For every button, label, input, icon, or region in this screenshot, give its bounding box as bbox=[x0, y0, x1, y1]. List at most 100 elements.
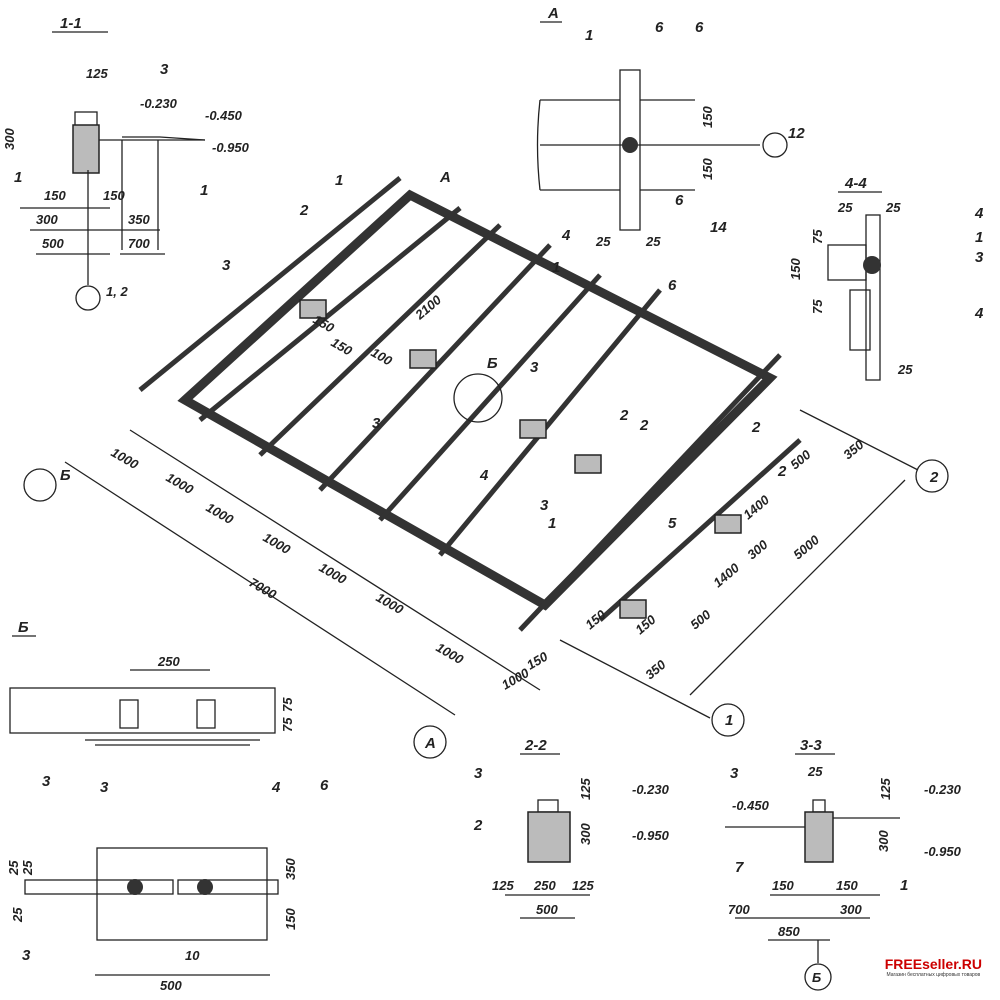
dim-label: 125 bbox=[578, 778, 593, 800]
plan-label: 5000 bbox=[790, 532, 822, 563]
plan-label: 1000 bbox=[499, 665, 532, 693]
detail-title: A bbox=[547, 5, 559, 22]
dim-label: 75 bbox=[280, 697, 295, 712]
dim-label: 350 bbox=[283, 858, 298, 880]
plan-label: 4 bbox=[479, 467, 489, 484]
dim-label: 125 bbox=[572, 878, 594, 893]
frame-outline bbox=[177, 189, 778, 611]
dim-label: 500 bbox=[160, 978, 182, 993]
section-title: 1-1 bbox=[60, 15, 82, 32]
section-1-1: 1-1 125 3 -0.230 -0.450 -0.950 300 1 1 1… bbox=[2, 15, 250, 311]
detail-a: A 1 6 6 150 150 12 6 25 25 14 bbox=[536, 5, 805, 249]
plan-label: 1000 bbox=[164, 470, 197, 498]
section-title: 3-3 bbox=[800, 737, 822, 754]
callout-label: 3 bbox=[975, 249, 984, 266]
callout-label: 7 bbox=[735, 859, 744, 876]
plan-label: 2 bbox=[619, 407, 629, 424]
plan-label: 1000 bbox=[317, 560, 350, 588]
elevation-label: -0.230 bbox=[632, 782, 670, 797]
callout-label: 4 bbox=[974, 305, 984, 322]
plan-label: 1400 bbox=[740, 492, 772, 523]
detail-title: Б bbox=[18, 619, 29, 636]
dim-label: 250 bbox=[157, 654, 180, 669]
dim-label: 25 bbox=[595, 234, 611, 249]
plan-label: 500 bbox=[687, 606, 714, 632]
dim-label: 25 bbox=[885, 200, 901, 215]
section-3-3: 3-3 3 25 125 -0.230 -0.450 7 300 -0.950 … bbox=[725, 737, 962, 991]
section-title: 2-2 bbox=[524, 737, 547, 754]
elevation-label: -0.450 bbox=[205, 108, 243, 123]
dim-label: 700 bbox=[728, 902, 750, 917]
dim-label: 300 bbox=[578, 823, 593, 845]
plan-label: 2 bbox=[299, 202, 309, 219]
callout-label: 1 bbox=[975, 229, 983, 246]
dim-label: 500 bbox=[42, 236, 64, 251]
plan-label: 3 bbox=[530, 359, 539, 376]
dim-label: 150 bbox=[788, 258, 803, 280]
plan-label: 3 bbox=[540, 497, 549, 514]
plan-label: 1000 bbox=[204, 500, 237, 528]
plan-label: Б bbox=[487, 355, 498, 372]
callout-label: 3 bbox=[100, 779, 109, 796]
callout-label: 1 bbox=[900, 877, 908, 894]
dim-label: 150 bbox=[772, 878, 794, 893]
plan-label: 4 bbox=[561, 227, 571, 244]
elevation-label: -0.950 bbox=[632, 828, 670, 843]
dim-label: 150 bbox=[836, 878, 858, 893]
dim-label: 25 bbox=[645, 234, 661, 249]
elevation-label: -0.230 bbox=[140, 96, 178, 111]
callout-label: 3 bbox=[474, 765, 483, 782]
plan-label: 2 bbox=[777, 463, 787, 480]
axis-label: 12 bbox=[788, 125, 805, 142]
dim-label: 25 bbox=[807, 764, 823, 779]
axis-label: 1, 2 bbox=[106, 284, 128, 299]
dim-label: 850 bbox=[778, 924, 800, 939]
callout-label: 3 bbox=[730, 765, 739, 782]
plan-label: 1000 bbox=[261, 530, 294, 558]
callout-label: 3 bbox=[160, 61, 169, 78]
dim-label: 300 bbox=[2, 128, 17, 150]
plan-label: 5 bbox=[668, 515, 677, 532]
dim-label: 10 bbox=[185, 948, 200, 963]
detail-b: Б 250 75 75 3 3 4 6 25 25 350 25 150 3 1… bbox=[6, 619, 329, 993]
callout-label: 6 bbox=[695, 19, 704, 36]
dim-label: 350 bbox=[128, 212, 150, 227]
callout-label: 3 bbox=[42, 773, 51, 790]
callout-label: 1 bbox=[14, 169, 22, 186]
dim-label: 150 bbox=[103, 188, 125, 203]
dim-label: 150 bbox=[283, 908, 298, 930]
elevation-label: -0.950 bbox=[212, 140, 250, 155]
axis-label: Б bbox=[812, 970, 821, 985]
plan-label: 1 bbox=[552, 259, 560, 276]
dim-label: 150 bbox=[44, 188, 66, 203]
dim-label: 125 bbox=[492, 878, 514, 893]
callout-label: 1 bbox=[585, 27, 593, 44]
section-4-4: 4-4 25 25 4 1 3 75 150 75 4 25 bbox=[788, 175, 984, 381]
plan-label: 1 bbox=[725, 712, 733, 729]
plan-label: 150 bbox=[524, 648, 551, 672]
watermark: FREEseller.RU Магазин бесплатных цифровы… bbox=[885, 956, 982, 978]
plan-label: 1 bbox=[548, 515, 556, 532]
callout-label: 4 bbox=[271, 779, 281, 796]
callout-label: 14 bbox=[710, 219, 727, 236]
callout-label: 2 bbox=[473, 817, 483, 834]
plan-label: A bbox=[424, 735, 436, 752]
plan-label: A bbox=[439, 169, 451, 186]
watermark-brand: FREEseller.RU bbox=[884, 956, 982, 972]
plan-label: 1000 bbox=[434, 640, 467, 668]
callout-label: 1 bbox=[200, 182, 208, 199]
plan-label: 300 bbox=[744, 536, 771, 562]
plan-label: 350 bbox=[840, 436, 867, 462]
callout-label: 6 bbox=[320, 777, 329, 794]
dim-label: 125 bbox=[86, 66, 108, 81]
dim-label: 300 bbox=[876, 830, 891, 852]
plan-label: 150 bbox=[329, 335, 356, 359]
plan-label: 2 bbox=[751, 419, 761, 436]
plan-label: 3 bbox=[372, 415, 381, 432]
dim-label: 75 bbox=[810, 229, 825, 244]
dim-label: 25 bbox=[10, 907, 25, 923]
section-2-2: 2-2 3 125 -0.230 2 300 -0.950 125 250 12… bbox=[473, 737, 670, 919]
plan-label: 2100 bbox=[412, 292, 445, 323]
dim-label: 150 bbox=[700, 106, 715, 128]
